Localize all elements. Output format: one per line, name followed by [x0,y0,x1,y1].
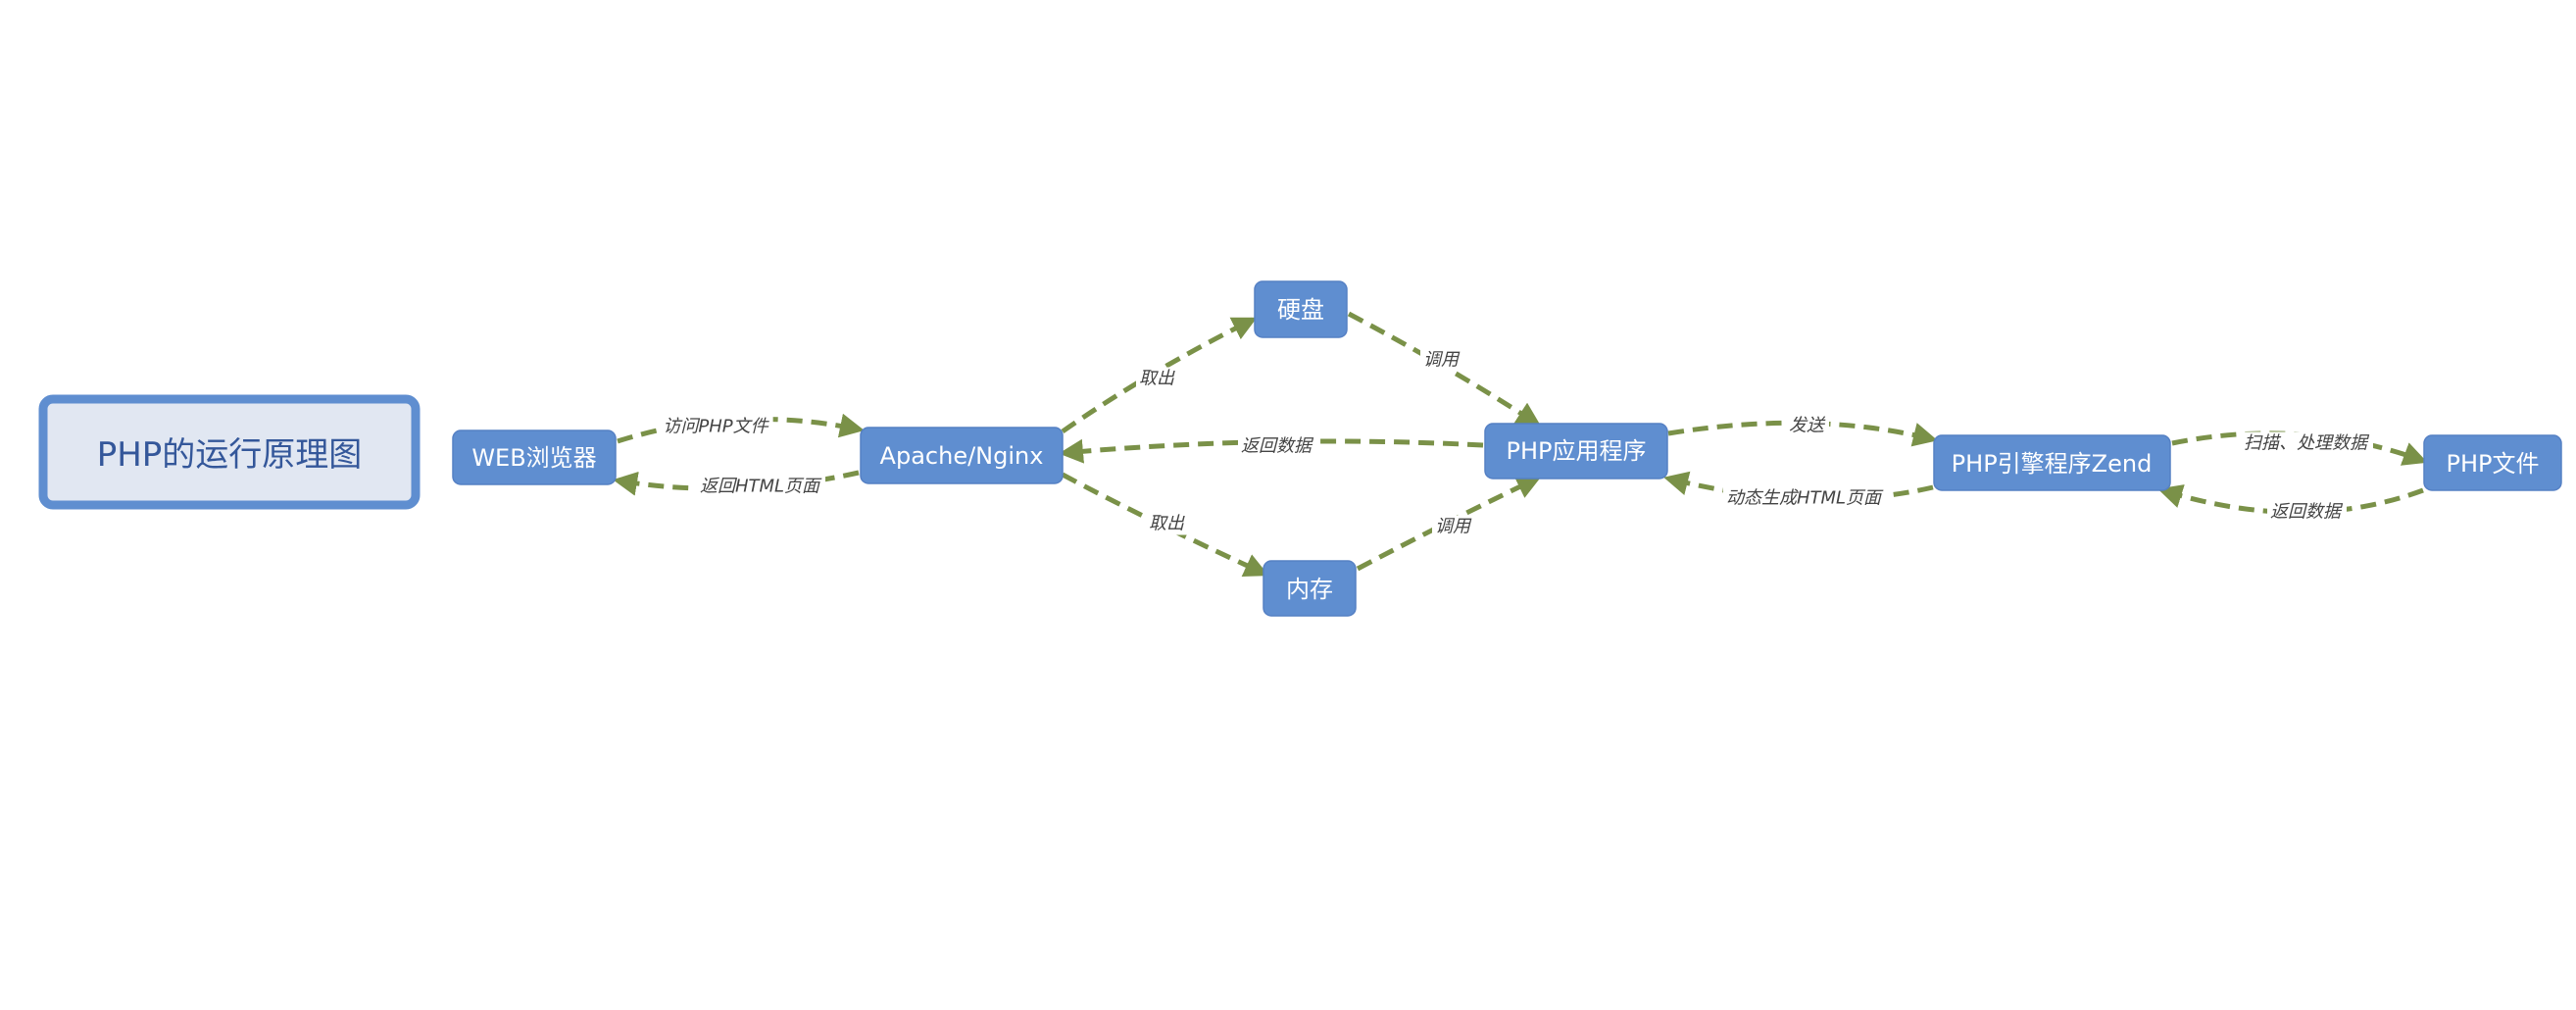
edge-label-background [1432,515,1475,538]
edge-app-to-zend-path [1667,420,1938,447]
node-web-browser[interactable]: WEB浏览器 [452,429,617,485]
title-box [38,394,421,510]
edge-app-to-zend [1667,420,1938,447]
edge-label-background [696,475,826,498]
edge-label-background [1786,414,1829,437]
node-apache-nginx-label: Apache/Nginx [880,442,1044,470]
node-apache-nginx[interactable]: Apache/Nginx [860,427,1064,484]
label-server-to-memory: 取出 [1149,514,1185,534]
edge-browser-to-server [617,413,865,444]
node-disk-box [1254,280,1348,338]
label-app-to-zend: 发送 [1789,416,1826,436]
node-disk[interactable]: 硬盘 [1254,280,1348,338]
node-php-zend-label: PHP引擎程序Zend [1952,450,2153,478]
node-memory-label: 内存 [1286,576,1333,603]
label-zend-to-app: 动态生成HTML页面 [1726,488,1884,509]
edge-label-background [1420,348,1463,372]
node-php-app-label: PHP应用程序 [1507,437,1647,465]
node-apache-nginx-box [860,427,1064,484]
node-php-file[interactable]: PHP文件 [2423,434,2562,491]
label-file-to-zend: 返回数据 [2270,502,2344,523]
node-web-browser-box [452,429,617,485]
node-disk-label: 硬盘 [1277,296,1324,324]
label-browser-to-server: 访问PHP文件 [663,417,769,437]
node-php-zend[interactable]: PHP引擎程序Zend [1933,434,2171,491]
edge-label-background [2241,431,2373,455]
label-disk-to-app: 调用 [1423,350,1461,371]
node-php-file-label: PHP文件 [2447,450,2540,478]
edge-label-background [1238,434,1317,458]
node-php-file-box [2423,434,2562,491]
node-web-browser-label: WEB浏览器 [471,444,596,472]
label-memory-to-app: 调用 [1435,517,1472,537]
node-memory[interactable]: 内存 [1263,560,1357,617]
edge-label-background [660,415,773,438]
edge-label-background [2267,500,2347,524]
edge-label-background [1146,512,1188,535]
label-app-to-server: 返回数据 [1241,436,1314,457]
diagram-title-node[interactable]: PHP的运行原理图 [38,394,421,510]
edge-label-background [1722,486,1888,510]
diagram-title: PHP的运行原理图 [97,435,363,475]
edge-browser-to-server-path [617,413,865,444]
node-php-zend-box [1933,434,2171,491]
node-php-app-box [1484,423,1668,480]
label-server-to-disk: 取出 [1139,369,1175,389]
label-zend-to-file: 扫描、处理数据 [2244,433,2370,454]
edge-label-background [1136,367,1178,390]
node-php-app[interactable]: PHP应用程序 [1484,423,1668,480]
label-server-to-browser: 返回HTML页面 [700,477,822,497]
edge-labels: 访问PHP文件 返回HTML页面 取出 取出 调用 调用 返回数据 发送 动态生… [660,348,2373,538]
node-memory-box [1263,560,1357,617]
